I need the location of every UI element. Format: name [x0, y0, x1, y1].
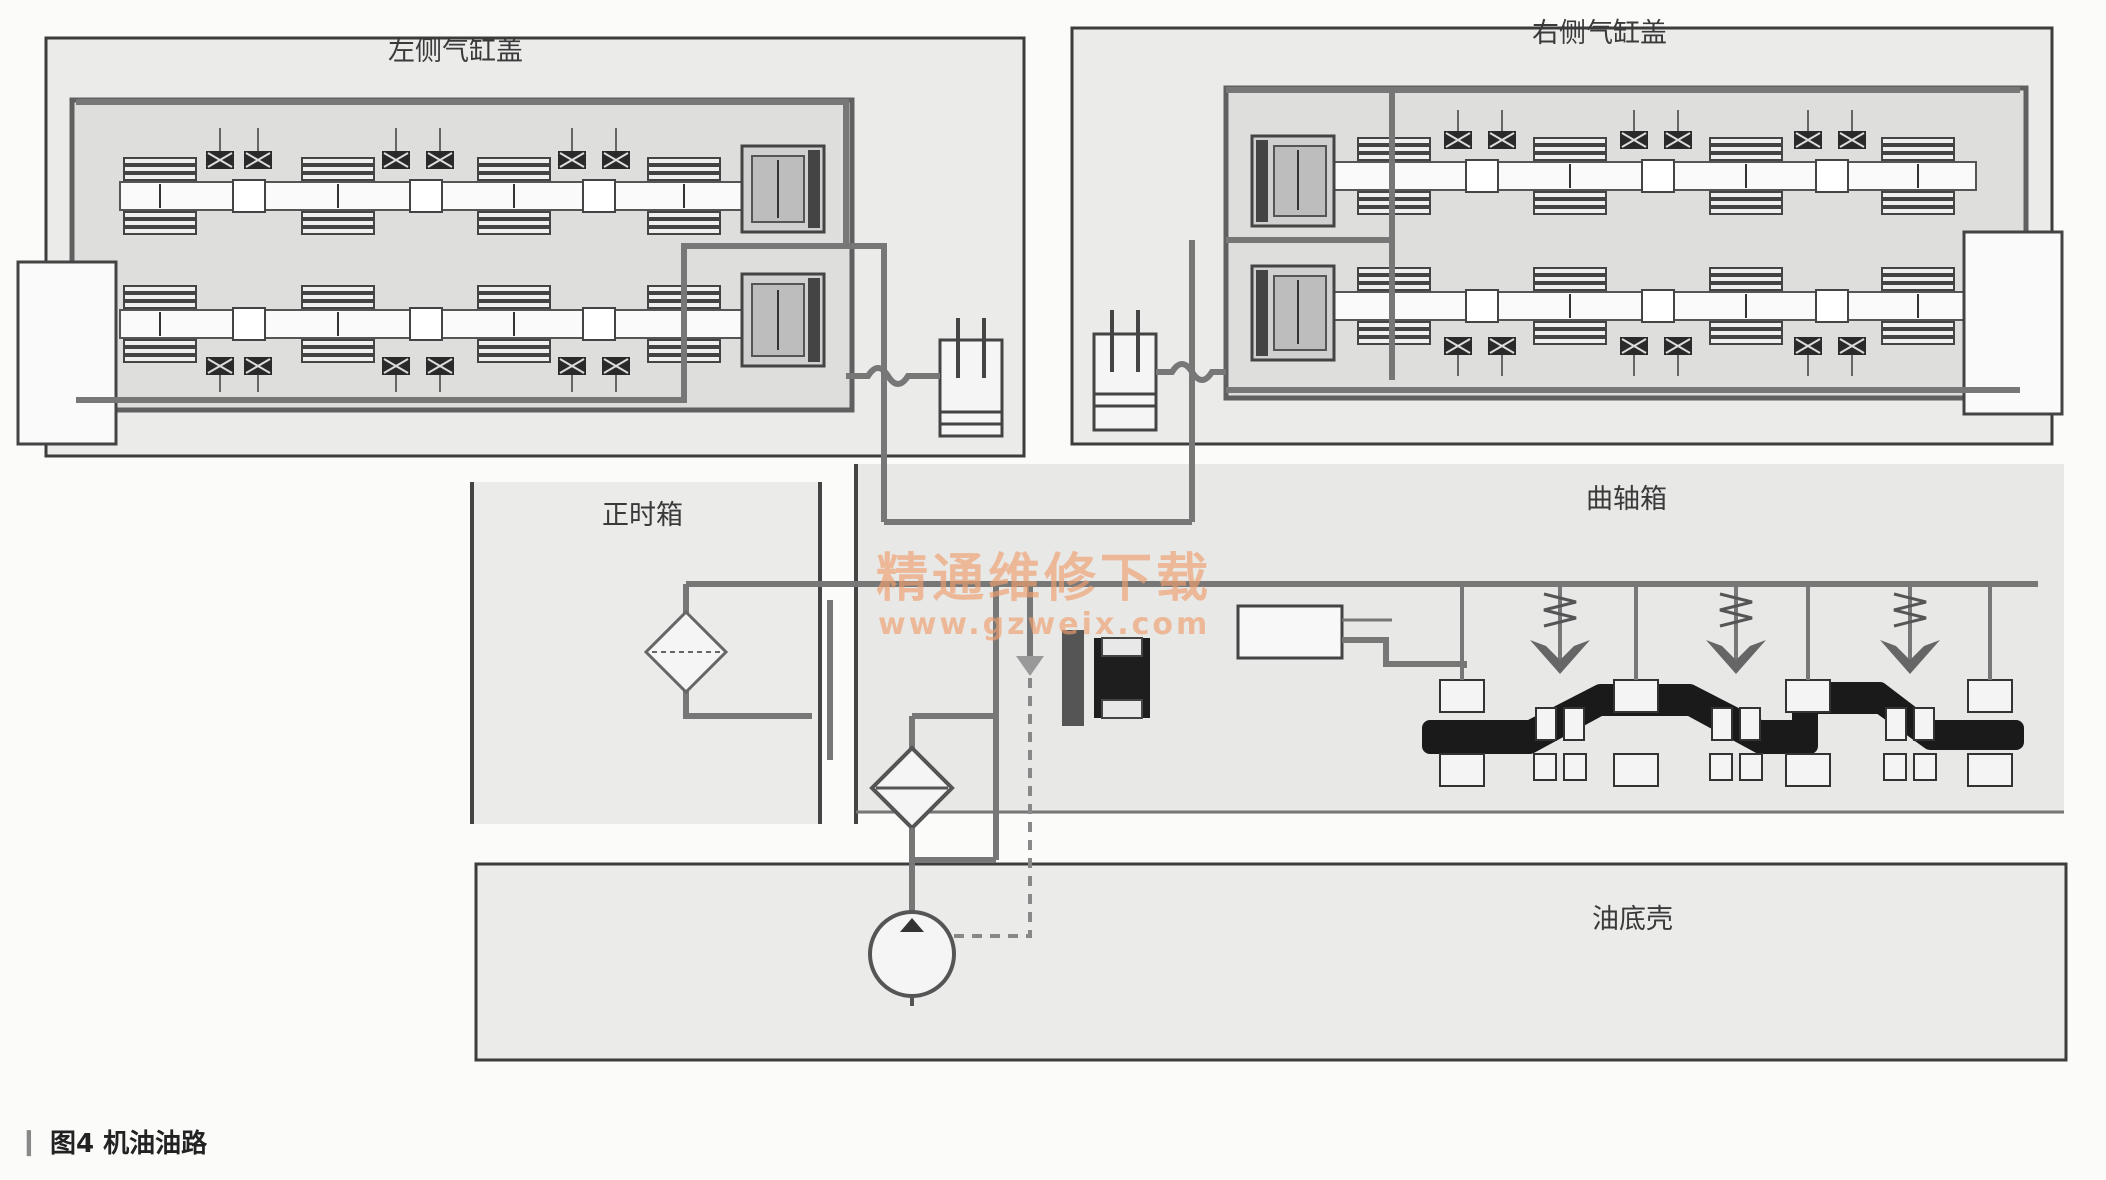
cam-journal: [1815, 159, 1849, 193]
cam-lobe: [477, 285, 551, 363]
cam-lobe: [1881, 137, 1955, 215]
cam-journal: [1465, 289, 1499, 323]
cam-journal: [582, 307, 616, 341]
cam-journal: [232, 179, 266, 213]
valve-lifter: [558, 357, 586, 392]
main-bearing: [1613, 679, 1659, 787]
valve-lifter: [602, 128, 630, 169]
cam-journal: [1641, 289, 1675, 323]
cam-lobe: [301, 285, 375, 363]
piston-jet: [1530, 584, 1590, 674]
right-timing-cover: [1962, 230, 2064, 416]
right-chain-tensioner: [1092, 310, 1158, 432]
valve-lifter: [426, 128, 454, 169]
piston-jet: [1706, 584, 1766, 674]
left-chain-tensioner: [938, 318, 1004, 438]
main-bearing: [1439, 679, 1485, 787]
rod-journal: [1883, 707, 1937, 781]
cam-lobe: [1881, 267, 1955, 345]
cam-lobe: [123, 157, 197, 235]
valve-lifter: [1444, 337, 1472, 376]
left-phaser-upper: [740, 144, 826, 234]
main-bearing: [1967, 679, 2013, 787]
valve-lifter: [1838, 110, 1866, 149]
crankcase-label: 曲轴箱: [1586, 484, 1667, 515]
rod-journal: [1709, 707, 1763, 781]
rod-journal: [1533, 707, 1587, 781]
right-phaser-lower: [1250, 264, 1336, 362]
left-upper-camshaft: [119, 128, 743, 235]
crankshaft: [1422, 584, 2024, 787]
right-cylinder-head: 右侧气缸盖: [1070, 18, 2054, 446]
valve-lifter: [1664, 110, 1692, 149]
figure-caption: 图4 机油油路: [50, 1128, 208, 1159]
valve-lifter: [244, 128, 272, 169]
main-bearing: [1785, 679, 1831, 787]
valve-lifter: [382, 357, 410, 392]
valve-lifter: [1794, 337, 1822, 376]
valve-lifter: [602, 357, 630, 392]
cam-lobe: [1533, 137, 1607, 215]
cam-journal: [409, 179, 443, 213]
right-bank-label: 右侧气缸盖: [1532, 18, 1667, 49]
cam-journal: [1465, 159, 1499, 193]
cam-lobe: [1709, 267, 1783, 345]
oil-lines: [76, 87, 2038, 1006]
timing-case-label: 正时箱: [602, 500, 683, 531]
valve-lifter: [426, 357, 454, 392]
valve-lifter: [1488, 337, 1516, 376]
oil-pan: 油底壳: [474, 862, 2068, 1062]
cam-lobe: [1533, 267, 1607, 345]
cam-journal: [582, 179, 616, 213]
valve-lifter: [244, 357, 272, 392]
valve-lifter: [558, 128, 586, 169]
piston-jet: [1880, 584, 1940, 674]
cam-journal: [409, 307, 443, 341]
cam-lobe: [477, 157, 551, 235]
left-phaser-lower: [740, 272, 826, 368]
valve-lifter: [382, 128, 410, 169]
oil-pan-label: 油底壳: [1592, 904, 1673, 935]
cam-lobe: [647, 157, 721, 235]
valve-lifter: [1838, 337, 1866, 376]
right-upper-camshaft: [1333, 110, 1977, 215]
cam-lobe: [1709, 137, 1783, 215]
valve-lifter: [1664, 337, 1692, 376]
right-phaser-upper: [1250, 134, 1336, 228]
cam-journal: [1641, 159, 1675, 193]
watermark-title: 精通维修下载: [876, 549, 1212, 609]
valve-lifter: [1488, 110, 1516, 149]
cam-lobe: [301, 157, 375, 235]
valve-lifter: [1794, 110, 1822, 149]
valve-lifter: [1620, 337, 1648, 376]
watermark-url: www.gzweix.com: [878, 607, 1210, 642]
valve-lifter: [1620, 110, 1648, 149]
left-bank-label: 左侧气缸盖: [388, 36, 523, 67]
cam-lobe: [123, 285, 197, 363]
valve-lifter: [206, 357, 234, 392]
left-timing-cover: [16, 260, 118, 446]
cam-journal: [232, 307, 266, 341]
valve-lifter: [206, 128, 234, 169]
caption-marker: ❙: [18, 1127, 40, 1157]
cam-journal: [1815, 289, 1849, 323]
valve-lifter: [1444, 110, 1472, 149]
